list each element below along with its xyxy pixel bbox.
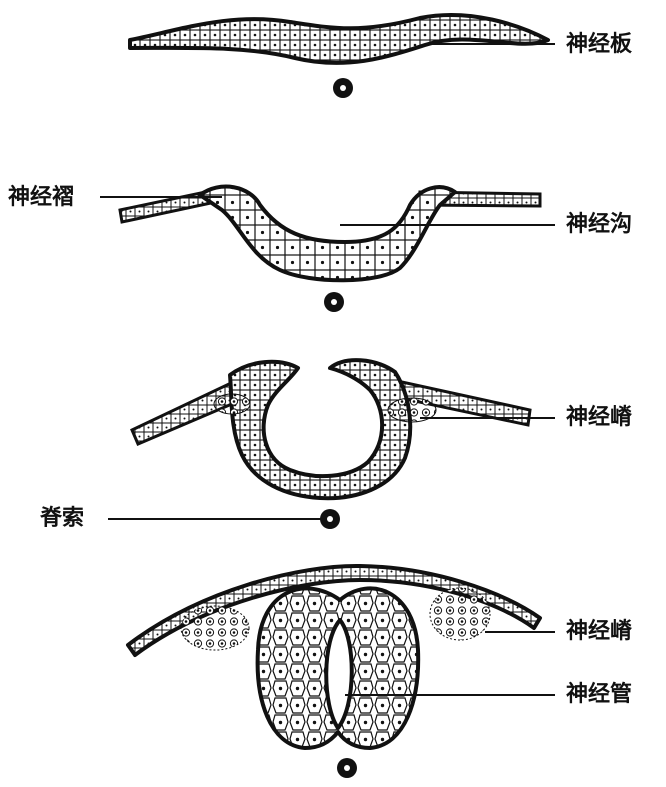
stage-3-neural-crest: [108, 358, 555, 529]
neural-tube-wall: [255, 586, 421, 750]
label-notochord: 脊索: [40, 506, 85, 531]
label-neural-crest-upper: 神经嵴: [566, 405, 633, 430]
label-neural-groove: 神经沟: [566, 212, 633, 237]
neural-plate-sheet: [128, 13, 550, 65]
ectoderm-arc-4: [126, 563, 542, 657]
label-neural-tube: 神经管: [566, 682, 633, 707]
neural-crest-cells-lower-right: [429, 587, 491, 641]
label-neural-plate: 神经板: [566, 32, 633, 57]
stage-2-neural-groove: [100, 184, 555, 312]
neural-crest-cells-lower-left: [180, 605, 250, 651]
stage-1-neural-plate: [128, 13, 555, 98]
neural-crest-cells-left: [213, 393, 251, 415]
neural-fold-3: [228, 358, 413, 501]
label-neural-crest-lower: 神经嵴: [566, 619, 633, 644]
label-neural-fold: 神经褶: [8, 185, 75, 210]
stage-4-neural-tube: [126, 563, 555, 778]
neural-groove-sheet: [198, 184, 457, 283]
neural-crest-cells-right: [387, 397, 437, 423]
